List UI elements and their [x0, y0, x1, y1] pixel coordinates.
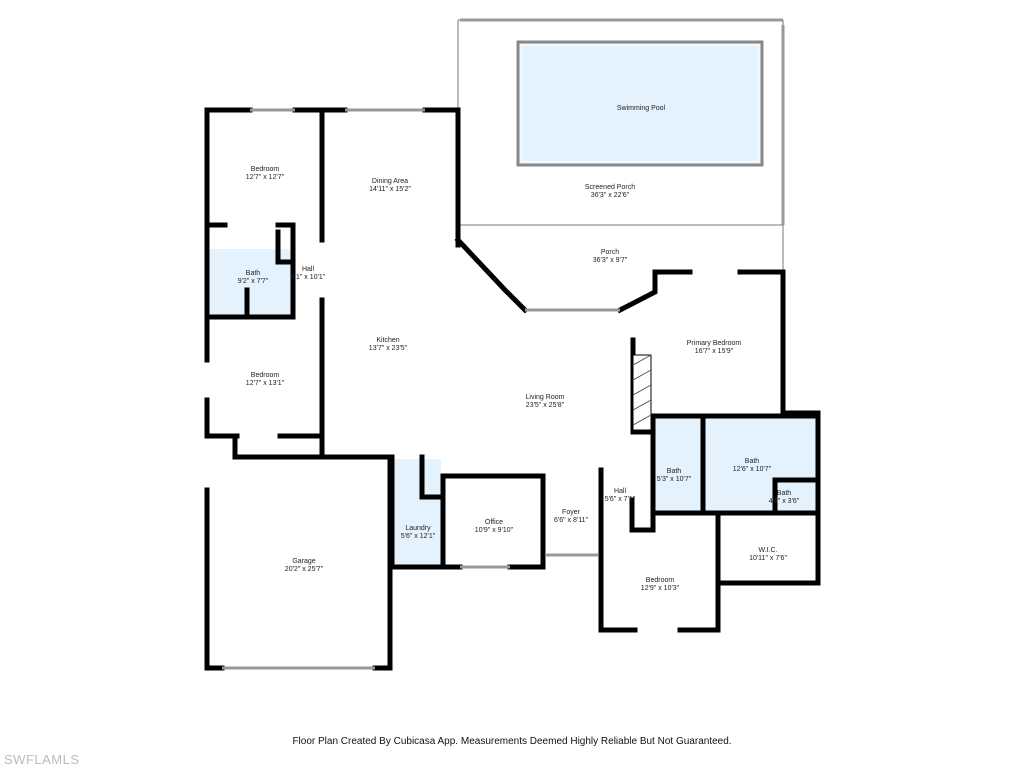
bath2-label: Bath	[667, 468, 682, 475]
watermark: SWFLAMLS	[4, 752, 80, 767]
hall1-size: 8'1" x 10'1"	[291, 274, 326, 281]
hall2-size: 5'6" x 7'1"	[605, 496, 636, 503]
dining-size: 14'11" x 15'2"	[369, 186, 411, 193]
hall1-label: Hall	[302, 266, 315, 273]
bedroom2-size: 12'7" x 13'1"	[246, 380, 285, 387]
screened-porch-size: 36'3" x 22'6"	[591, 192, 630, 199]
wic-size: 10'11" x 7'6"	[749, 555, 787, 562]
primary-label: Primary Bedroom	[687, 340, 742, 347]
living-label: Living Room	[526, 394, 565, 401]
bedroom1-size: 12'7" x 12'7"	[246, 174, 285, 181]
bedroom3-size: 12'9" x 10'3"	[641, 585, 680, 592]
bath2-size: 5'3" x 10'7"	[657, 476, 692, 483]
hall2-label: Hall	[614, 488, 627, 495]
bedroom3-label: Bedroom	[646, 577, 675, 584]
dining-label: Dining Area	[372, 178, 408, 185]
primary-size: 16'7" x 15'9"	[695, 348, 734, 355]
bath3-fill	[705, 418, 816, 511]
laundry-label: Laundry	[405, 525, 431, 532]
wic-label: W.I.C.	[758, 547, 777, 554]
living-size: 23'5" x 25'8"	[526, 402, 565, 409]
bath4-label: Bath	[777, 490, 792, 497]
bath1-label: Bath	[246, 270, 261, 277]
kitchen-size: 13'7" x 23'5"	[369, 345, 408, 352]
garage-label: Garage	[292, 558, 315, 565]
bedroom2-label: Bedroom	[251, 372, 280, 379]
bath3-label: Bath	[745, 458, 760, 465]
office-size: 10'9" x 9'10"	[475, 527, 514, 534]
bath4-size: 4'4" x 3'6"	[769, 498, 800, 505]
disclaimer-footer: Floor Plan Created By Cubicasa App. Meas…	[292, 736, 732, 747]
screened-porch-label: Screened Porch	[585, 184, 635, 191]
bedroom1-label: Bedroom	[251, 166, 280, 173]
fireplace	[632, 354, 652, 431]
office-label: Office	[485, 519, 503, 526]
swimming-pool	[516, 40, 764, 167]
foyer-size: 6'6" x 8'11"	[554, 517, 588, 524]
foyer-label: Foyer	[562, 509, 581, 516]
bath3-size: 12'6" x 10'7"	[733, 466, 772, 473]
pool-label: Swimming Pool	[617, 105, 666, 112]
walls	[204, 107, 821, 671]
porch-size: 36'3" x 9'7"	[593, 257, 628, 264]
porch-label: Porch	[601, 249, 619, 256]
bath2-fill	[655, 418, 703, 511]
laundry-size: 5'6" x 12'1"	[401, 533, 436, 540]
laundry-fill	[394, 459, 441, 565]
screened-porch	[457, 18, 785, 272]
garage-size: 20'2" x 25'7"	[285, 566, 324, 573]
kitchen-label: Kitchen	[376, 337, 399, 344]
bath1-size: 9'2" x 7'7"	[238, 278, 269, 285]
